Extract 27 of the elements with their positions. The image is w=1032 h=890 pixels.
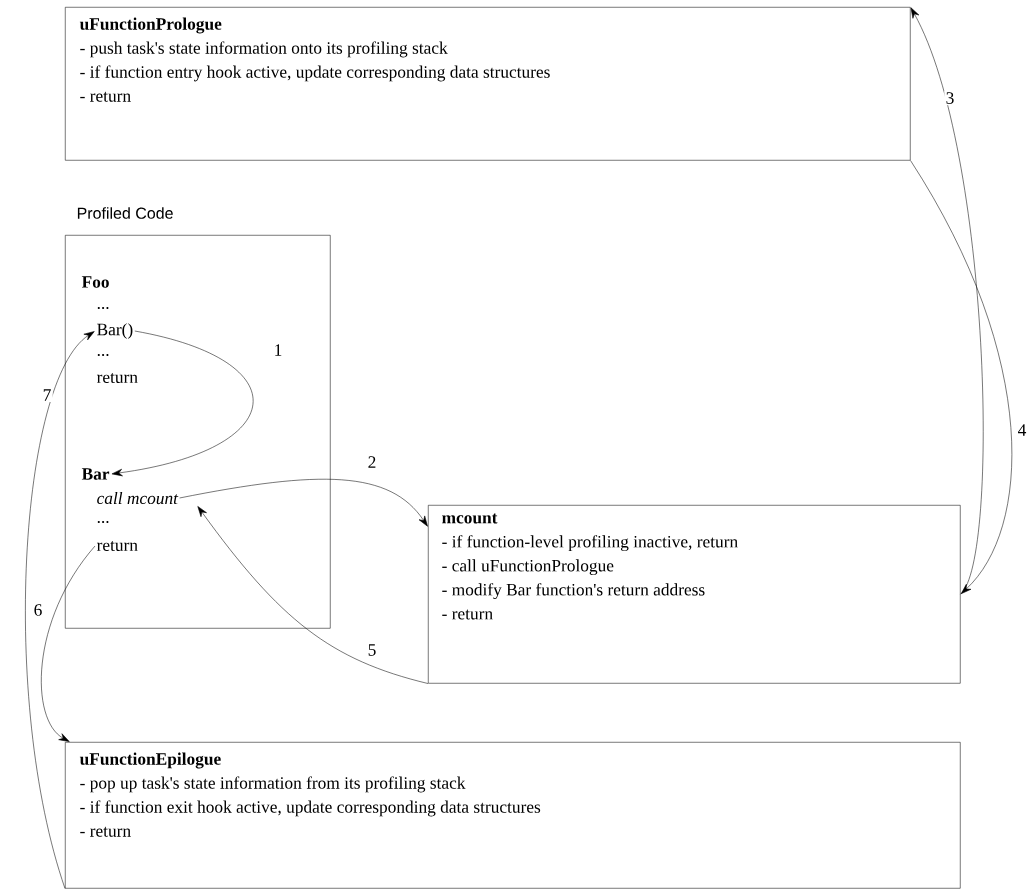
arrow	[910, 160, 1013, 594]
code-line: ...	[97, 307, 109, 310]
edge-label: 5	[366, 642, 378, 658]
process-box: uFunctionPrologue - push task's state information onto its profiling stack - if function entry hook active, update corresponding data structures - return	[65, 7, 911, 161]
code-line: return	[96, 373, 138, 383]
edge-label: 6	[32, 602, 44, 618]
code-line: ...	[97, 521, 109, 524]
arrow	[41, 545, 96, 742]
process-box: mcount - if function-level profiling inactive, return - call uFunctionPrologue - modify Bar function's return address - return	[428, 505, 961, 684]
edge-label: 2	[366, 454, 378, 470]
edge-label: 3	[944, 90, 956, 106]
edge-label: 7	[41, 388, 53, 402]
code-line: Bar	[81, 468, 110, 480]
code-line: call mcount	[97, 491, 179, 505]
code-line: ...	[97, 354, 109, 357]
edge-label: 4	[1016, 422, 1028, 438]
panel-heading: Profiled Code	[77, 207, 173, 219]
edge-label: 1	[272, 342, 284, 358]
arrow	[25, 331, 95, 889]
code-line: Bar()	[97, 323, 133, 339]
arrow	[179, 478, 428, 527]
arrow	[111, 330, 254, 477]
process-box: uFunctionEpilogue - pop up task's state information from its profiling stack - if function exit hook active, update corresponding data structures - return	[65, 742, 961, 889]
arrow	[197, 506, 429, 684]
code-line: return	[96, 541, 138, 551]
arrow	[910, 7, 984, 595]
code-line: Foo	[81, 276, 109, 288]
